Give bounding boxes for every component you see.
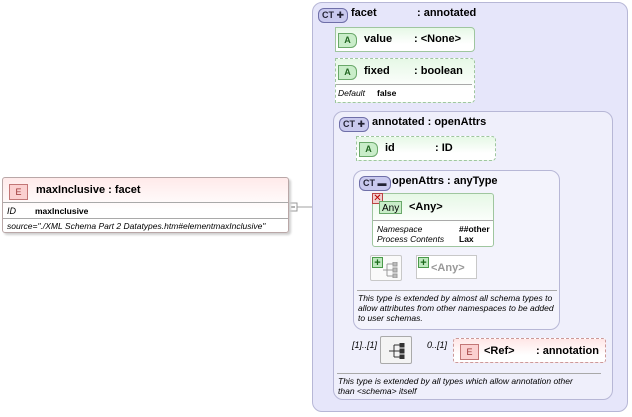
sequence-icon <box>383 262 398 278</box>
default-label: Default <box>338 88 365 98</box>
close-icon: ✕ <box>372 193 383 204</box>
divider <box>373 220 493 221</box>
ref-cardinality: 0..[1] <box>427 340 448 350</box>
annotated-note: This type is extended by all types which… <box>338 376 573 396</box>
divider <box>336 84 472 85</box>
attribute-fixed-type: : boolean <box>414 65 463 77</box>
complex-type-badge: CT ✚ <box>318 8 349 23</box>
source-text: source="./XML Schema Part 2 Datatypes.ht… <box>7 221 266 231</box>
sequence-cardinality: [1]..[1] <box>352 340 378 350</box>
any-name: <Any> <box>409 201 443 213</box>
sequence-compositor-openattrs[interactable]: + <box>370 255 402 281</box>
attribute-value-name: value <box>364 33 393 45</box>
attribute-fixed-name: fixed <box>364 65 390 77</box>
divider <box>3 218 288 219</box>
default-value: false <box>377 88 397 98</box>
element-title: maxInclusive : facet <box>36 184 141 196</box>
annotated-title: annotated : openAttrs <box>372 116 487 128</box>
any-element-name: <Any> <box>431 262 465 274</box>
attribute-id-type: : ID <box>435 142 453 154</box>
attribute-value-type: : <None> <box>414 33 462 45</box>
divider <box>337 373 601 374</box>
namespace-value: ##other <box>459 224 490 234</box>
attribute-badge: A <box>338 33 357 48</box>
ref-type: : annotation <box>536 345 599 357</box>
plus-icon: + <box>372 257 383 269</box>
complex-type-badge: CT ✚ <box>339 117 370 132</box>
element-badge: E <box>9 184 28 200</box>
sequence-compositor[interactable] <box>380 336 412 364</box>
facet-name: facet <box>351 7 377 19</box>
complex-type-badge: CT ▬ <box>359 176 391 191</box>
any-attribute[interactable]: ✕ Any <Any> Namespace ##other Process Co… <box>372 193 494 247</box>
any-element[interactable]: + <Any> <box>416 255 477 279</box>
attribute-id-name: id <box>385 142 395 154</box>
process-contents-value: Lax <box>459 234 474 244</box>
element-badge: E <box>460 344 479 360</box>
id-value: maxInclusive <box>35 206 89 216</box>
id-label: ID <box>7 206 16 216</box>
attribute-value[interactable]: A value : <None> <box>335 27 475 52</box>
namespace-label: Namespace <box>377 224 423 234</box>
attribute-fixed[interactable]: A fixed : boolean Default false <box>335 58 475 103</box>
facet-type: : annotated <box>417 7 477 19</box>
attribute-id[interactable]: A id : ID <box>356 136 496 161</box>
attribute-badge: A <box>338 65 357 80</box>
ref-name: <Ref> <box>484 345 515 357</box>
element-box-maxinclusive[interactable]: E maxInclusive : facet ID maxInclusive s… <box>2 177 289 233</box>
sequence-icon <box>389 343 405 359</box>
any-badge: Any <box>379 201 403 214</box>
divider <box>357 290 557 291</box>
openattrs-title: openAttrs : anyType <box>392 175 498 187</box>
complex-type-openattrs[interactable]: CT ▬ openAttrs : anyType This type is ex… <box>353 170 560 330</box>
plus-icon: + <box>418 257 429 269</box>
ref-element-annotation[interactable]: E <Ref> : annotation <box>453 338 606 363</box>
openattrs-note: This type is extended by almost all sche… <box>358 293 554 323</box>
process-contents-label: Process Contents <box>377 234 445 244</box>
attribute-badge: A <box>359 142 378 157</box>
divider <box>3 202 288 203</box>
